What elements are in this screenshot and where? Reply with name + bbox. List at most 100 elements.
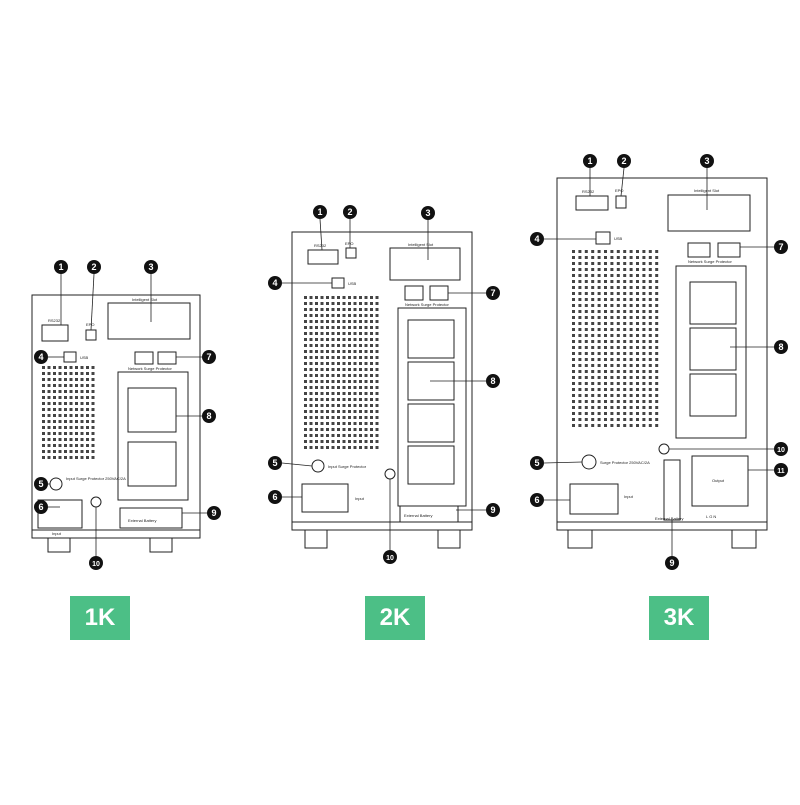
vent-slot (642, 406, 646, 409)
vent-slot (353, 302, 357, 305)
vent-slot (326, 410, 329, 413)
vent-slot (370, 350, 373, 353)
vent-slot (69, 444, 73, 447)
vent-slot (309, 302, 313, 305)
vent-slot (642, 370, 646, 373)
vent-slot (597, 286, 601, 289)
unit-3k-epo (615, 195, 627, 209)
unit-1k-epo (85, 329, 97, 341)
vent-slot (629, 394, 633, 397)
vent-slot (642, 280, 646, 283)
vent-slot (616, 412, 620, 415)
vent-slot (320, 434, 324, 437)
vent-slot (326, 338, 329, 341)
vent-slot (616, 328, 620, 331)
vent-slot (636, 358, 639, 361)
vent-slot (642, 310, 646, 313)
vent-slot (636, 388, 639, 391)
vent-slot (348, 374, 351, 377)
vent-slot (623, 298, 627, 301)
vent-slot (342, 356, 346, 359)
callout-3k-4: 4 (530, 232, 544, 246)
vent-slot (80, 366, 84, 369)
vent-slot (623, 388, 627, 391)
vent-slot (648, 394, 652, 397)
vent-slot (315, 344, 318, 347)
vent-slot (364, 434, 368, 437)
vent-slot (342, 344, 346, 347)
vent-slot (342, 416, 346, 419)
vent-slot (578, 292, 582, 295)
vent-slot (604, 382, 607, 385)
vent-slot (359, 374, 362, 377)
vent-slot (331, 416, 335, 419)
vent-slot (320, 446, 324, 449)
vent-slot (591, 322, 595, 325)
vent-slot (80, 456, 84, 459)
vent-slot (353, 338, 357, 341)
vent-slot (64, 432, 67, 435)
vent-slot (591, 280, 595, 283)
vent-slot (604, 304, 607, 307)
callout-3k-1-label: 1 (587, 156, 592, 166)
unit-3k-rs232-port (575, 195, 609, 211)
vent-slot (64, 366, 67, 369)
vent-slot (370, 368, 373, 371)
vent-slot (604, 316, 607, 319)
vent-slot (91, 408, 95, 411)
vent-slot (648, 280, 652, 283)
vent-slot (655, 280, 659, 283)
vent-slot (42, 414, 45, 417)
vent-slot (610, 256, 614, 259)
vent-slot (42, 438, 45, 441)
vent-slot (604, 358, 607, 361)
vent-slot (655, 406, 659, 409)
vent-slot (348, 416, 351, 419)
vent-slot (572, 310, 575, 313)
vent-slot (320, 428, 324, 431)
unit-1k-socket-1 (127, 387, 177, 433)
vent-slot (610, 316, 614, 319)
vent-slot (326, 446, 329, 449)
vent-slot (364, 446, 368, 449)
vent-slot (623, 406, 627, 409)
vent-slot (370, 446, 373, 449)
vent-slot (75, 456, 78, 459)
vent-slot (342, 440, 346, 443)
vent-slot (584, 376, 588, 379)
vent-slot (604, 334, 607, 337)
vent-slot (91, 456, 95, 459)
unit-1k-slot-label: Intelligent Slot (132, 297, 158, 302)
vent-slot (629, 334, 633, 337)
vent-slot (655, 412, 659, 415)
vent-slot (337, 428, 340, 431)
vent-slot (375, 398, 379, 401)
vent-slot (69, 420, 73, 423)
vent-slot (375, 404, 379, 407)
vent-slot (636, 274, 639, 277)
vent-slot (309, 308, 313, 311)
unit-2k (291, 231, 473, 549)
vent-slot (578, 424, 582, 427)
unit-1k-rs232-label: RS232 (48, 318, 61, 323)
vent-slot (331, 332, 335, 335)
vent-slot (75, 372, 78, 375)
vent-slot (80, 432, 84, 435)
unit-1k (31, 294, 201, 553)
vent-slot (629, 286, 633, 289)
vent-slot (623, 256, 627, 259)
vent-slot (604, 298, 607, 301)
vent-slot (320, 302, 324, 305)
vent-slot (348, 314, 351, 317)
vent-slot (75, 438, 78, 441)
vent-slot (331, 440, 335, 443)
vent-slot (53, 402, 56, 405)
vent-slot (47, 456, 51, 459)
vent-slot (629, 400, 633, 403)
vent-slot (648, 316, 652, 319)
vent-slot (320, 410, 324, 413)
vent-slot (304, 362, 307, 365)
vent-slot (375, 446, 379, 449)
vent-slot (610, 250, 614, 253)
vent-slot (80, 396, 84, 399)
